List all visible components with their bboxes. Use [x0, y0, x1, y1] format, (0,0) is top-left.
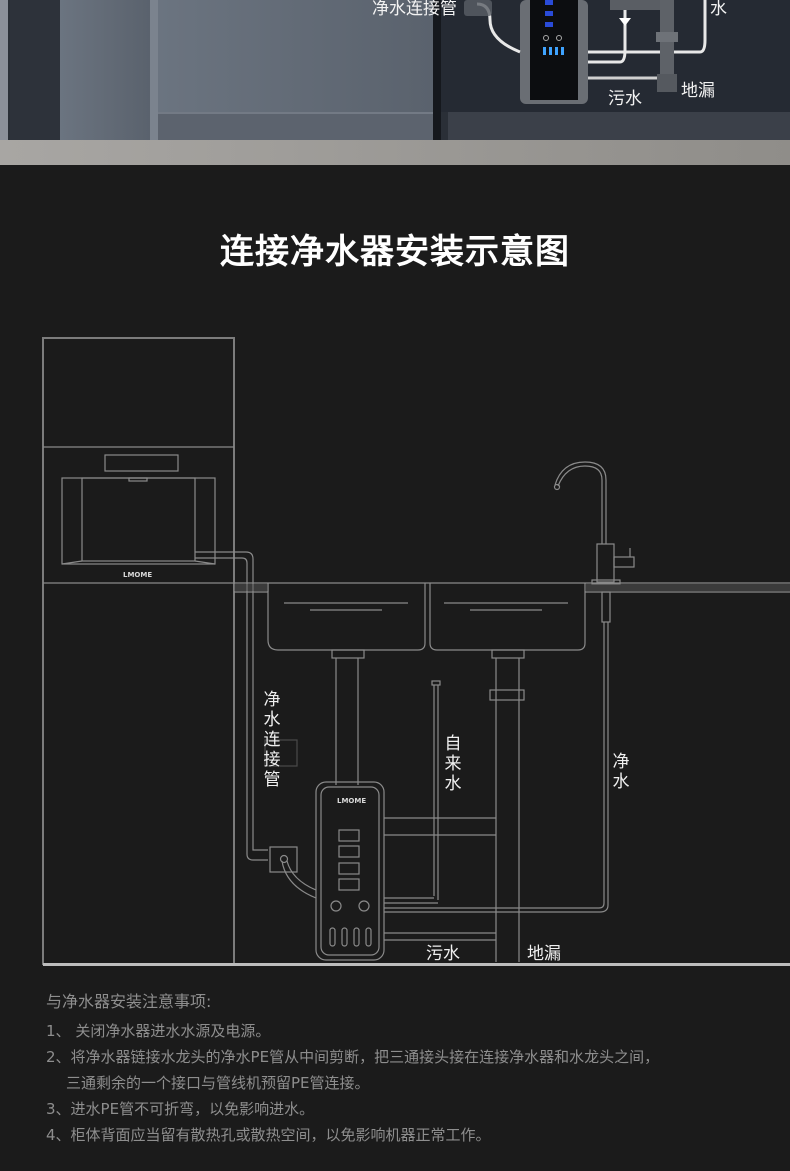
- photo-label-floor-drain: 地漏: [681, 81, 715, 101]
- cabinet-door-right: [158, 0, 433, 112]
- photo-illustration: [0, 0, 790, 165]
- notes-heading: 与净水器安装注意事项:: [46, 992, 212, 1011]
- label-floor-drain: 地漏: [527, 944, 561, 964]
- countertop-left: [234, 584, 268, 591]
- label-clean-water: 净水: [612, 752, 630, 792]
- filter-indicator-3: [338, 862, 360, 875]
- purifier-brand-logo: LMOME: [337, 797, 366, 805]
- filter-indicator-1: [338, 829, 360, 842]
- label-tap-water: 自来水: [444, 734, 462, 794]
- tall-cabinet: [42, 337, 235, 965]
- sink-left: [267, 583, 426, 651]
- photo-label-clean-water-pipe: 净水连接管: [372, 0, 457, 19]
- floor: [0, 140, 790, 165]
- purifier-knob-left: [330, 900, 342, 912]
- note-text: 进水PE管不可折弯，以免影响进水。: [70, 1100, 315, 1118]
- label-waste-water: 污水: [426, 944, 460, 964]
- left-edge-panel: [0, 0, 8, 140]
- faucet-spout: [557, 465, 603, 544]
- page-title: 连接净水器安装示意图: [220, 232, 570, 272]
- label-clean-water-pipe: 净水连接管: [263, 690, 281, 790]
- drain-pipe: [660, 0, 674, 92]
- note-item: 3、进水PE管不可折弯，以免影响进水。: [46, 1096, 659, 1122]
- photo-label-waste-water: 污水: [608, 89, 642, 109]
- floor-line: [43, 963, 790, 966]
- note-text: 三通剩余的一个接口与管线机预留PE管连接。: [66, 1074, 370, 1092]
- installation-photo: 净水连接管 水 污水 地漏: [0, 0, 790, 165]
- note-item: 1、 关闭净水器进水水源及电源。: [46, 1018, 659, 1044]
- installation-diagram: LMOME LMOME 净水连接管 自来水 净水 污水 地漏: [0, 330, 790, 974]
- note-item-continuation: 三通剩余的一个接口与管线机预留PE管连接。: [46, 1070, 659, 1096]
- diagram-drawing: LMOME LMOME: [42, 337, 790, 966]
- note-item: 4、柜体背面应当留有散热孔或散热空间，以免影响机器正常工作。: [46, 1122, 659, 1148]
- cabinet-door-left: [60, 0, 150, 140]
- note-number: 2、: [46, 1048, 71, 1066]
- note-text: 关闭净水器进水水源及电源。: [70, 1022, 271, 1040]
- cabinet-brand-logo: LMOME: [123, 571, 152, 579]
- note-text: 将净水器链接水龙头的净水PE管从中间剪断，把三通接头接在连接净水器和水龙头之间，: [70, 1048, 660, 1066]
- dispenser-recess: [61, 477, 216, 565]
- countertop-right: [585, 584, 790, 591]
- purifier-outline: [315, 781, 385, 961]
- note-text: 柜体背面应当留有散热孔或散热空间，以免影响机器正常工作。: [70, 1126, 491, 1144]
- photo-label-water: 水: [710, 0, 727, 19]
- cabinet-interior: [441, 0, 790, 112]
- note-number: 1、: [46, 1022, 71, 1040]
- tee-connector: [269, 846, 298, 873]
- faucet-body: [596, 543, 615, 583]
- dispenser-display: [104, 454, 179, 472]
- installation-notes: 与净水器安装注意事项: 1、 关闭净水器进水水源及电源。 2、将净水器链接水龙头…: [46, 988, 659, 1148]
- note-number: 3、: [46, 1100, 71, 1118]
- purifier-knob-right: [358, 900, 370, 912]
- filter-indicator-4: [338, 878, 360, 891]
- filter-indicator-2: [338, 845, 360, 858]
- note-number: 4、: [46, 1126, 71, 1144]
- sink-right: [429, 583, 586, 651]
- note-item: 2、将净水器链接水龙头的净水PE管从中间剪断，把三通接头接在连接净水器和水龙头之…: [46, 1044, 659, 1070]
